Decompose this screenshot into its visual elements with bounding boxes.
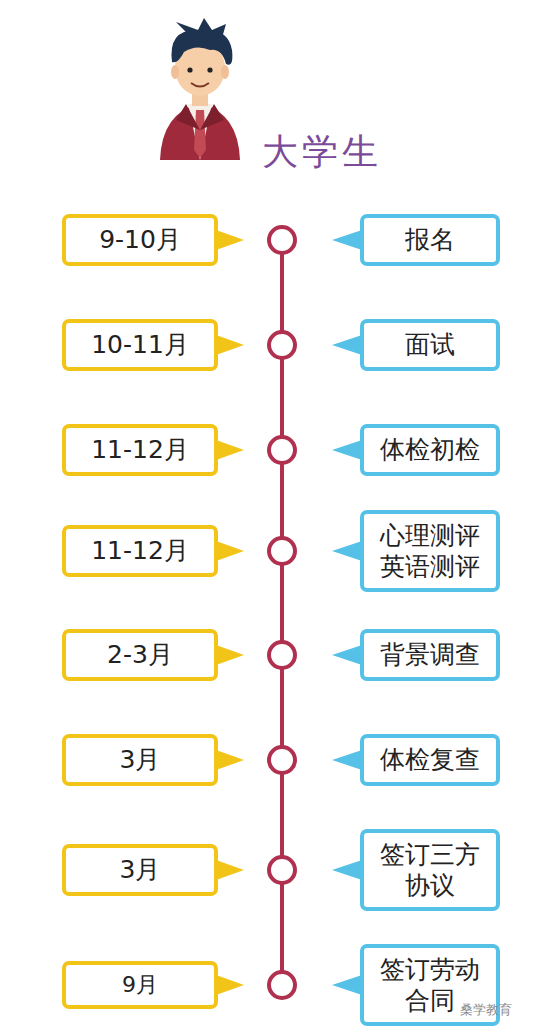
callout-pointer [332,541,362,561]
date-callout: 2-3月 [62,629,218,680]
step-callout: 报名 [360,214,500,265]
timeline-dot [269,642,295,668]
date-callout: 3月 [62,844,218,895]
step-callout: 面试 [360,319,500,370]
timeline-dot [269,972,295,998]
step-callout: 签订三方 协议 [360,829,500,912]
callout-pointer [216,440,244,460]
timeline-dot [269,437,295,463]
callout-pointer [332,440,362,460]
date-text: 9月 [74,971,206,999]
date-callout: 9-10月 [62,214,218,265]
timeline-dot [269,227,295,253]
date-text: 11-12月 [74,535,206,566]
step-callout: 心理测评 英语测评 [360,510,500,593]
timeline-dot [269,332,295,358]
callout-pointer [332,230,362,250]
date-text: 10-11月 [74,329,206,360]
date-callout: 3月 [62,734,218,785]
step-text: 背景调查 [372,639,488,670]
step-callout: 体检复查 [360,734,500,785]
diagram-title: 大学生 [262,128,382,177]
callout-pointer [332,860,362,880]
step-callout: 体检初检 [360,424,500,475]
watermark: 桑学教育 [460,1001,512,1019]
timeline-dot [269,857,295,883]
date-text: 2-3月 [74,639,206,670]
date-text: 11-12月 [74,434,206,465]
step-text: 心理测评 英语测评 [372,520,488,583]
callout-pointer [332,645,362,665]
callout-pointer [332,335,362,355]
date-text: 9-10月 [74,224,206,255]
callout-pointer [332,975,362,995]
callout-pointer [216,860,244,880]
date-callout: 11-12月 [62,525,218,576]
timeline-dot [269,747,295,773]
callout-pointer [216,645,244,665]
callout-pointer [216,975,244,995]
timeline-dot [269,538,295,564]
callout-pointer [332,750,362,770]
step-text: 体检初检 [372,434,488,465]
step-text: 报名 [372,224,488,255]
step-text: 面试 [372,329,488,360]
step-text: 签订三方 协议 [372,839,488,902]
date-text: 3月 [74,744,206,775]
date-callout: 10-11月 [62,319,218,370]
date-callout: 9月 [62,961,218,1009]
callout-pointer [216,541,244,561]
date-callout: 11-12月 [62,424,218,475]
date-text: 3月 [74,854,206,885]
callout-pointer [216,335,244,355]
callout-pointer [216,750,244,770]
step-callout: 背景调查 [360,629,500,680]
callout-pointer [216,230,244,250]
step-text: 体检复查 [372,744,488,775]
student-illustration [160,18,240,160]
